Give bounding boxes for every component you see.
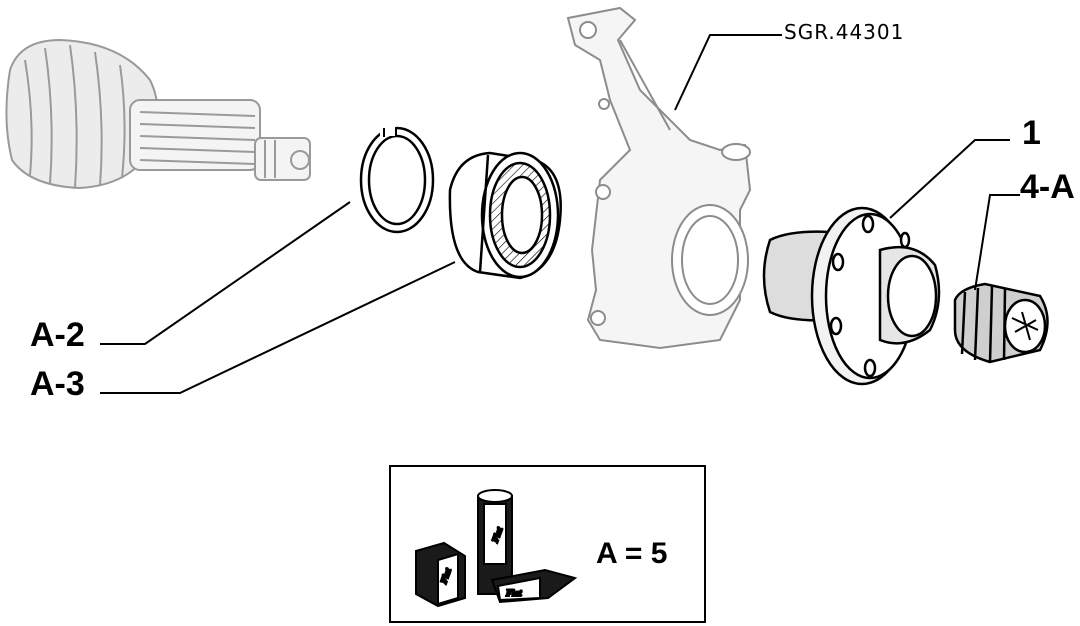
quantity-box: A = 5 bbox=[389, 465, 706, 623]
callout-bearing: A-3 bbox=[30, 365, 85, 403]
sealant-package-icon: Fiat Fiat Fiat bbox=[415, 489, 578, 608]
snap-ring-part bbox=[359, 126, 435, 234]
drawing-reference-code: SGR.44301 bbox=[784, 20, 905, 44]
callout-hub: 1 bbox=[1022, 114, 1041, 152]
quantity-text: A = 5 bbox=[596, 537, 668, 570]
steering-knuckle-part bbox=[566, 6, 752, 350]
wheel-hub-part bbox=[762, 206, 941, 386]
leader-lines bbox=[100, 34, 1020, 394]
box-brand-label: Fiat bbox=[505, 588, 522, 598]
callout-nut: 4-A bbox=[1020, 168, 1075, 206]
hub-nut-part bbox=[953, 282, 1049, 364]
callout-snap-ring: A-2 bbox=[30, 316, 85, 354]
wheel-bearing-part bbox=[448, 151, 562, 280]
cv-joint-shaft bbox=[5, 38, 311, 190]
